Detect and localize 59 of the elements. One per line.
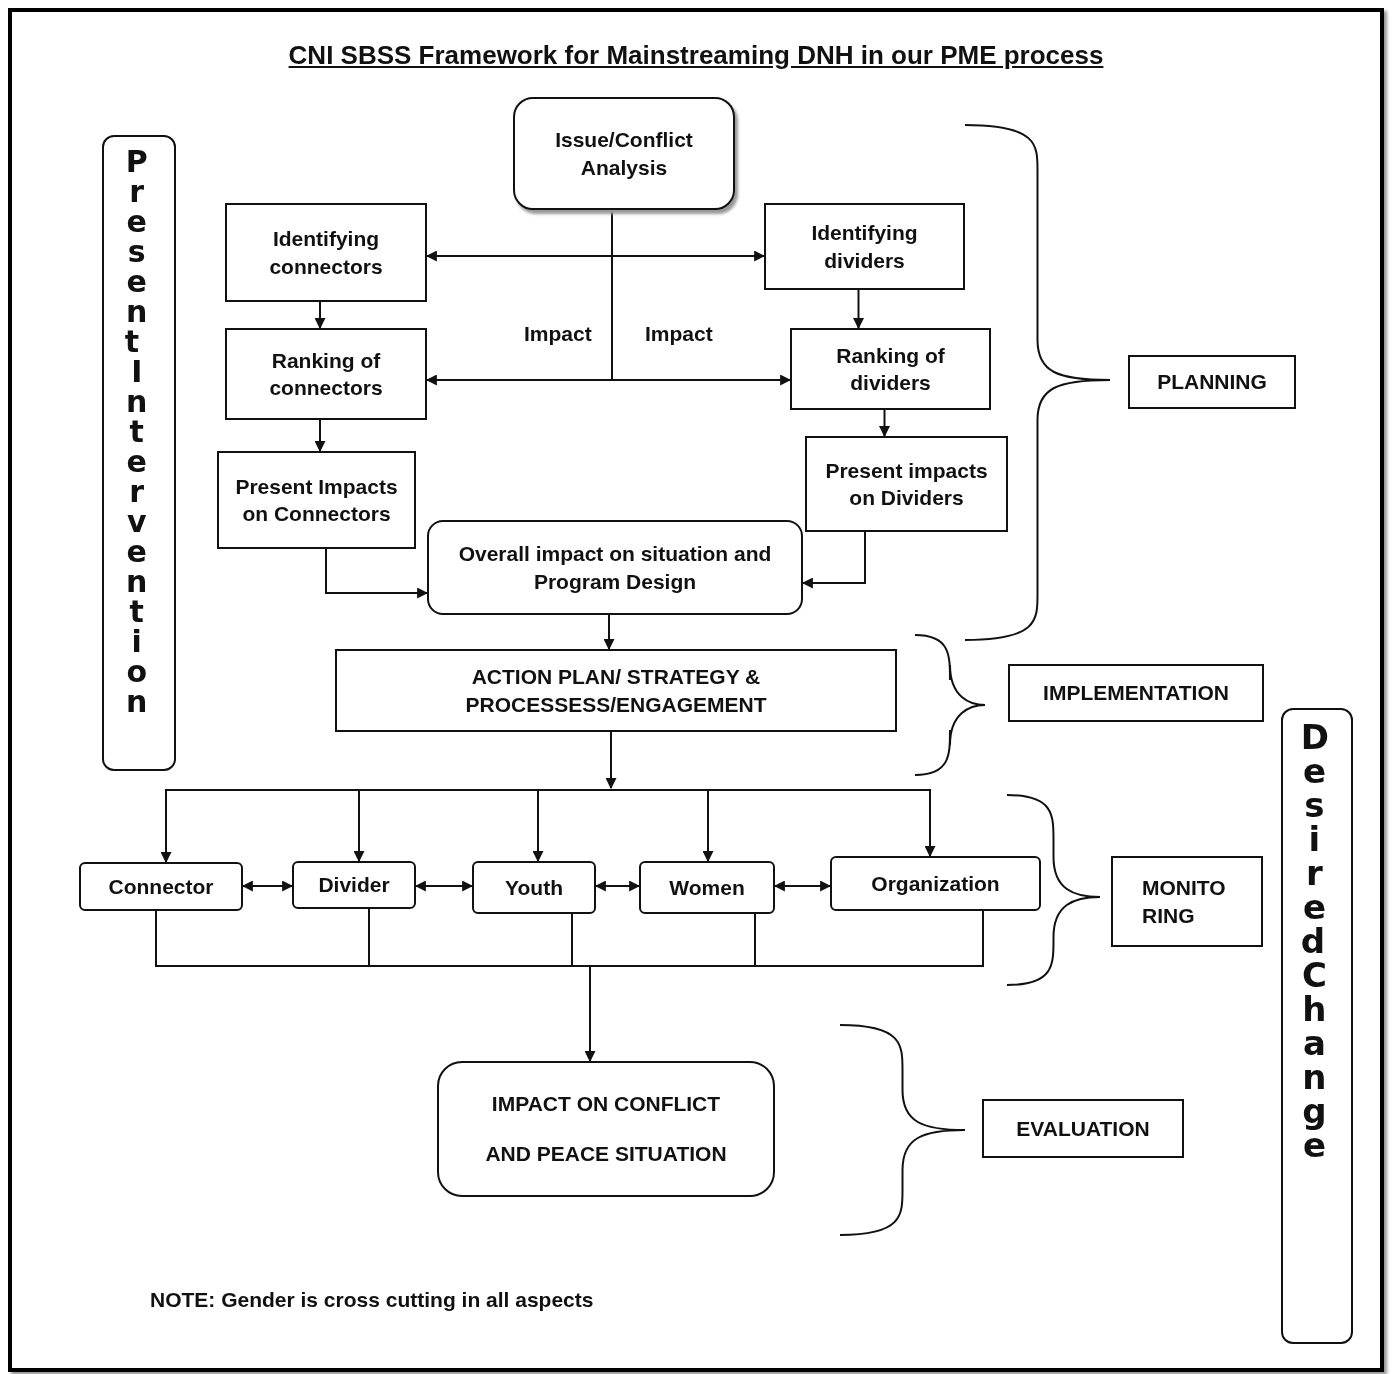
arrow xyxy=(801,531,866,589)
node-text: Organization xyxy=(870,870,1001,897)
arrow xyxy=(414,880,474,892)
arrow xyxy=(584,965,596,1063)
arrow xyxy=(611,209,792,386)
node-text: MONITO RING xyxy=(1141,875,1227,929)
rounded-box xyxy=(292,861,416,909)
node-text: Connector xyxy=(107,873,215,900)
rounded-box xyxy=(472,861,596,914)
arrow xyxy=(241,880,294,892)
rounded-box xyxy=(830,856,1041,911)
node-text: EVALUATION xyxy=(1015,1115,1151,1142)
process-box xyxy=(805,436,1008,532)
arrow xyxy=(594,880,641,892)
phase-label-box xyxy=(982,1099,1184,1158)
vertical-banner xyxy=(102,135,176,771)
rounded-box xyxy=(437,1061,775,1197)
diagram-title: CNI SBSS Framework for Mainstreaming DNH in our PME process xyxy=(287,40,1105,71)
process-box xyxy=(225,203,427,302)
arrow xyxy=(314,301,326,330)
node-text: ACTION PLAN/ STRATEGY & PROCESSESS/ENGAGEMENT xyxy=(464,664,768,718)
phase-label-box xyxy=(1128,355,1296,409)
process-box xyxy=(764,203,965,290)
process-box xyxy=(225,328,427,420)
arrow xyxy=(773,880,832,892)
node-text: Women xyxy=(668,874,746,901)
node-text: IMPLEMENTATION xyxy=(1042,680,1230,707)
node-text: Issue/Conflict Analysis xyxy=(554,127,694,181)
node-text: Youth xyxy=(504,874,564,901)
node-text: Ranking of dividers xyxy=(835,342,946,396)
phase-label-box xyxy=(1008,664,1264,722)
phase-label-box xyxy=(1111,856,1263,947)
node-text: Ranking of connectors xyxy=(268,347,384,401)
rounded-box xyxy=(639,861,775,914)
arrow xyxy=(314,419,326,453)
vertical-text: Desired Change xyxy=(1300,720,1334,1162)
arrow xyxy=(532,789,612,863)
arrow xyxy=(605,731,617,790)
rounded-box xyxy=(79,862,243,911)
arrow xyxy=(853,289,864,330)
note-text: NOTE: Gender is cross cutting in all aspects xyxy=(150,1288,594,1312)
arrow xyxy=(879,409,890,438)
arrow xyxy=(603,614,615,651)
node-text: Present impacts on Dividers xyxy=(824,457,989,511)
node-text: IMPACT ON CONFLICT AND PEACE SITUATION xyxy=(484,1090,728,1167)
node-text: Identifying dividers xyxy=(810,220,919,274)
arrow xyxy=(325,548,429,599)
vertical-text: Present Intervention xyxy=(124,147,154,717)
rounded-box xyxy=(513,97,735,210)
rounded-box xyxy=(427,520,803,615)
vertical-banner xyxy=(1281,708,1353,1344)
process-box xyxy=(217,451,416,549)
node-text: Divider xyxy=(317,872,391,899)
process-box xyxy=(790,328,991,410)
process-box xyxy=(335,649,897,732)
node-text: Overall impact on situation and Program Design xyxy=(457,541,773,595)
node-text: Present Impacts on Connectors xyxy=(234,473,399,527)
node-text: Identifying connectors xyxy=(268,226,384,280)
node-text: PLANNING xyxy=(1156,369,1268,396)
